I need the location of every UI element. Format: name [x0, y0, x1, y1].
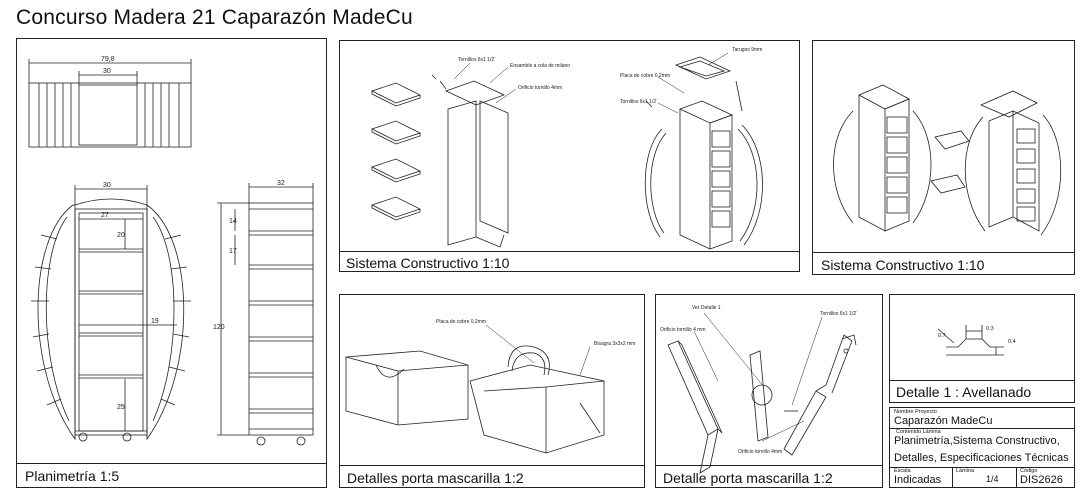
avellanado-drawing: 0.7 0.3 0.4 [937, 325, 1016, 356]
panel-sistema-constructivo-1: Tornillos 6x1 1/2´ Ensamble a cola de mi… [339, 40, 800, 272]
caption-planimetria: Planimetría 1:5 [25, 468, 120, 484]
sheet-value: 1/4 [986, 474, 999, 484]
dim-top-inner: 30 [103, 68, 111, 75]
sheet-label: Lámina [956, 468, 975, 474]
code-label: Código [1020, 468, 1038, 474]
panel-planimetria: 79,8 30 30 27 20 19 25 32 14 17 120 Plan… [16, 38, 327, 488]
detalles-drawing: Placa de cobre 0,2mm Bisagra 3x3x2 mm [345, 319, 635, 454]
avellanado-dim-03: 0.3 [986, 326, 994, 332]
panel-avellanado: 0.7 0.3 0.4 Detalle 1 : Avellanado [889, 294, 1075, 403]
sheet-title: Concurso Madera 21 Caparazón MadeCu [16, 6, 413, 29]
dim-front-width: 30 [103, 182, 111, 189]
avellanado-dim-07: 0.7 [938, 333, 946, 339]
top-view [28, 59, 192, 148]
dim-front-25: 25 [117, 404, 125, 411]
annotation-placa-cobre-2: Placa de cobre 0,2mm [436, 319, 486, 325]
sistema-2-drawing [833, 84, 1062, 236]
scale-label: Escala [894, 468, 911, 474]
dim-side-height: 120 [213, 324, 225, 331]
panel-detalles-porta-mascarilla: Placa de cobre 0,2mm Bisagra 3x3x2 mm De… [339, 294, 645, 488]
annotation-tornillos-1: Tornillos 6x1 1/2´ [458, 57, 496, 63]
annotation-orificio: Orificio tornillo 4mm [518, 85, 562, 91]
annotation-tornillos-2: Tornillos 6x1 1/2´ [620, 99, 658, 105]
code-value: DIS2626 [1020, 474, 1063, 486]
panel-detalle-porta-mascarilla: Ver Detalle 1 Orificio tornillo 4 mm Tor… [655, 294, 883, 488]
avellanado-dim-04: 0.4 [1008, 339, 1016, 345]
project-name: Caparazón MadeCu [894, 415, 993, 427]
dim-front-20: 20 [117, 232, 125, 239]
dim-front-inner: 27 [101, 212, 109, 219]
annotation-tarugos: Tarugos 9mm [732, 47, 762, 53]
sistema-1-drawing: Tornillos 6x1 1/2´ Ensamble a cola de mi… [370, 47, 763, 250]
dim-front-19: 19 [151, 318, 159, 325]
dim-side-14: 14 [229, 218, 237, 225]
annotation-orificio-3: Orificio tornillo 4mm [738, 449, 782, 455]
caption-detalles: Detalles porta mascarilla 1:2 [347, 470, 524, 486]
content-line-2: Detalles, Especificaciones Técnicas [894, 452, 1069, 464]
planimetria-drawing: 79,8 30 30 27 20 19 25 32 14 17 120 [28, 56, 314, 446]
annotation-bisagra: Bisagra 3x3x2 mm [594, 341, 635, 347]
annotation-ensamble: Ensamble a cola de milano [510, 63, 570, 69]
title-block: Nombre Proyecto Caparazón MadeCu Conteni… [889, 407, 1075, 488]
caption-detalle: Detalle porta mascarilla 1:2 [663, 470, 833, 486]
front-view [31, 185, 191, 442]
annotation-placa-cobre: Placa de cobre 0,2mm [620, 73, 670, 79]
annotation-orificio-2: Orificio tornillo 4 mm [660, 327, 706, 333]
detalle-drawing: Ver Detalle 1 Orificio tornillo 4 mm Tor… [660, 305, 858, 474]
project-label: Nombre Proyecto [894, 409, 937, 415]
side-view [217, 183, 314, 446]
dim-side-17: 17 [229, 248, 237, 255]
dim-top-width: 79,8 [101, 56, 115, 63]
annotation-ver-detalle: Ver Detalle 1 [692, 305, 721, 311]
annotation-tornillos-3: Tornillos 6x1 1/2´ [820, 311, 858, 317]
content-label: Contenido Lámina [896, 429, 941, 435]
content-line-1: Planimetría,Sistema Constructivo, [894, 435, 1060, 447]
caption-avellanado: Detalle 1 : Avellanado [896, 384, 1032, 400]
panel-sistema-constructivo-2: Sistema Constructivo 1:10 [812, 40, 1075, 275]
caption-sistema-1: Sistema Constructivo 1:10 [346, 255, 510, 271]
dim-side-width: 32 [277, 180, 285, 187]
scale-value: Indicadas [894, 474, 942, 486]
caption-sistema-2: Sistema Constructivo 1:10 [821, 257, 985, 273]
